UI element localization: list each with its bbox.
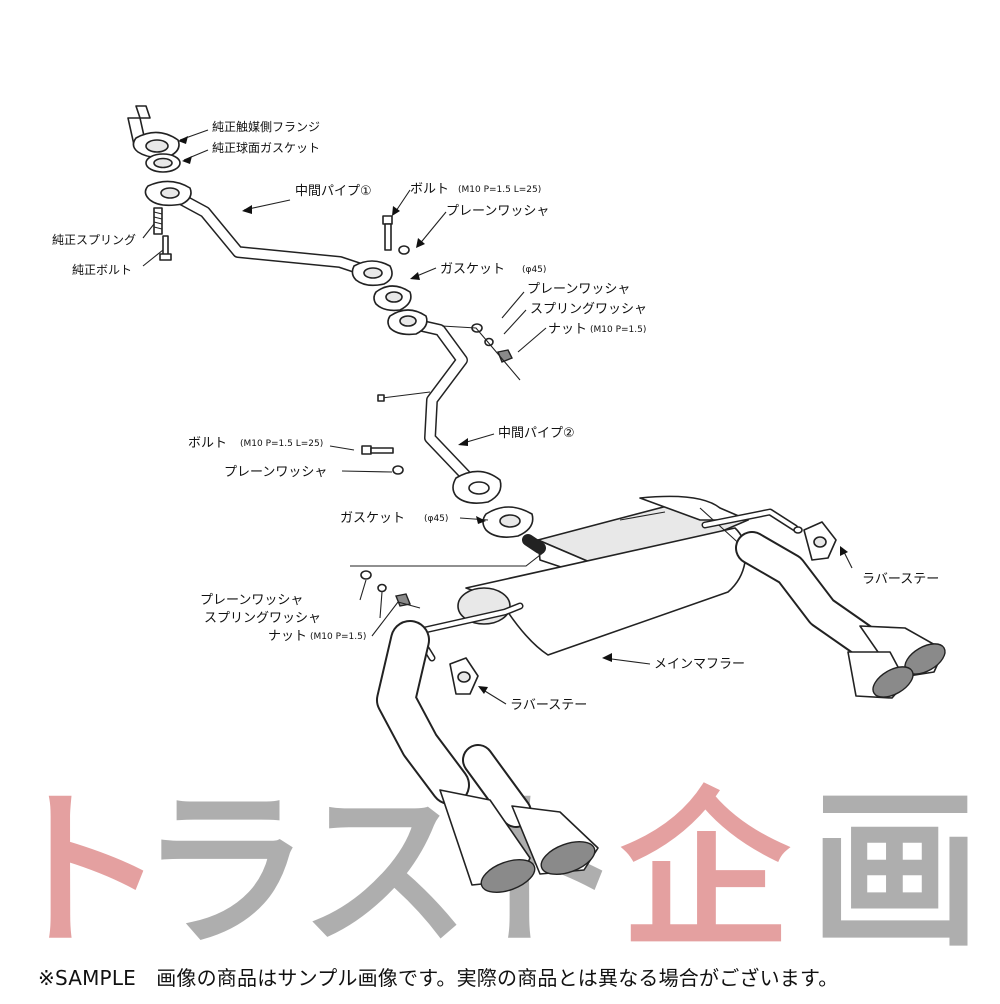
main-muffler — [457, 495, 749, 656]
callout-labels: 純正触媒側フランジ 純正球面ガスケット 純正スプリング 純正ボルト 中間パイプ①… — [52, 120, 939, 713]
bolt-2 — [361, 445, 404, 475]
hardware-set-2 — [360, 570, 411, 607]
watermark-char-6: 画 — [810, 771, 980, 971]
hardware-set-1 — [471, 323, 513, 363]
label-oem-cat-flange: 純正触媒側フランジ — [212, 120, 320, 134]
left-tailpipes — [376, 620, 599, 893]
label-gasket-1: ガスケット — [440, 262, 505, 277]
oem-cat-flange — [132, 131, 180, 159]
label-plain-washer-2: プレーンワッシャ — [527, 282, 630, 297]
watermark-char-3: ス — [300, 771, 470, 971]
watermark-char-1: ト — [0, 771, 166, 971]
label-mid-pipe-1: 中間パイプ① — [295, 184, 372, 199]
label-rubber-stay-right: ラバーステー — [862, 572, 939, 587]
label-nut-2: ナット — [268, 629, 307, 644]
label-bolt-1: ボルト — [410, 182, 449, 197]
label-bolt-2: ボルト — [188, 436, 227, 451]
sample-disclaimer: ※SAMPLE 画像の商品はサンプル画像です。実際の商品とは異なる場合がございま… — [38, 966, 839, 990]
label-bolt-1-spec: (M10 P=1.5 L=25) — [458, 185, 541, 195]
label-oem-ball-gasket: 純正球面ガスケット — [212, 141, 320, 155]
label-plain-washer-4: プレーンワッシャ — [200, 593, 303, 608]
arrowheads — [178, 136, 848, 694]
label-nut-1: ナット — [548, 322, 587, 337]
oem-bolt — [159, 235, 172, 261]
mid-pipe-1 — [144, 180, 393, 287]
watermark: ト ラ ス ト 企 画 — [0, 771, 980, 971]
rubber-stay-left — [449, 657, 479, 695]
gasket-1 — [373, 285, 412, 312]
label-rubber-stay-left: ラバーステー — [510, 698, 587, 713]
label-spring-washer-1: スプリングワッシャ — [530, 302, 647, 317]
label-gasket-1-spec: (φ45) — [522, 265, 546, 275]
label-gasket-2-spec: (φ45) — [424, 514, 448, 524]
leader-lines — [142, 129, 853, 705]
label-gasket-2: ガスケット — [340, 511, 405, 526]
right-tailpipes — [735, 531, 946, 699]
rubber-stay-right — [793, 521, 837, 561]
label-plain-washer-3: プレーンワッシャ — [224, 465, 327, 480]
label-oem-spring: 純正スプリング — [52, 233, 136, 247]
label-bolt-2-spec: (M10 P=1.5 L=25) — [240, 439, 323, 449]
label-nut-1-spec: (M10 P=1.5) — [590, 325, 646, 335]
bolt-1 — [382, 215, 410, 255]
watermark-char-5: 企 — [620, 771, 791, 971]
label-main-muffler: メインマフラー — [654, 657, 745, 672]
watermark-char-2: ラ — [140, 771, 310, 971]
label-mid-pipe-2: 中間パイプ② — [498, 426, 575, 441]
gasket-2 — [482, 506, 534, 538]
label-oem-bolt: 純正ボルト — [72, 263, 132, 277]
oem-ball-gasket — [145, 153, 181, 173]
label-nut-2-spec: (M10 P=1.5) — [310, 632, 366, 642]
oem-spring — [153, 207, 163, 235]
label-spring-washer-2: スプリングワッシャ — [204, 611, 321, 626]
mid-pipe-2 — [377, 309, 502, 504]
label-plain-washer-1: プレーンワッシャ — [446, 204, 549, 219]
